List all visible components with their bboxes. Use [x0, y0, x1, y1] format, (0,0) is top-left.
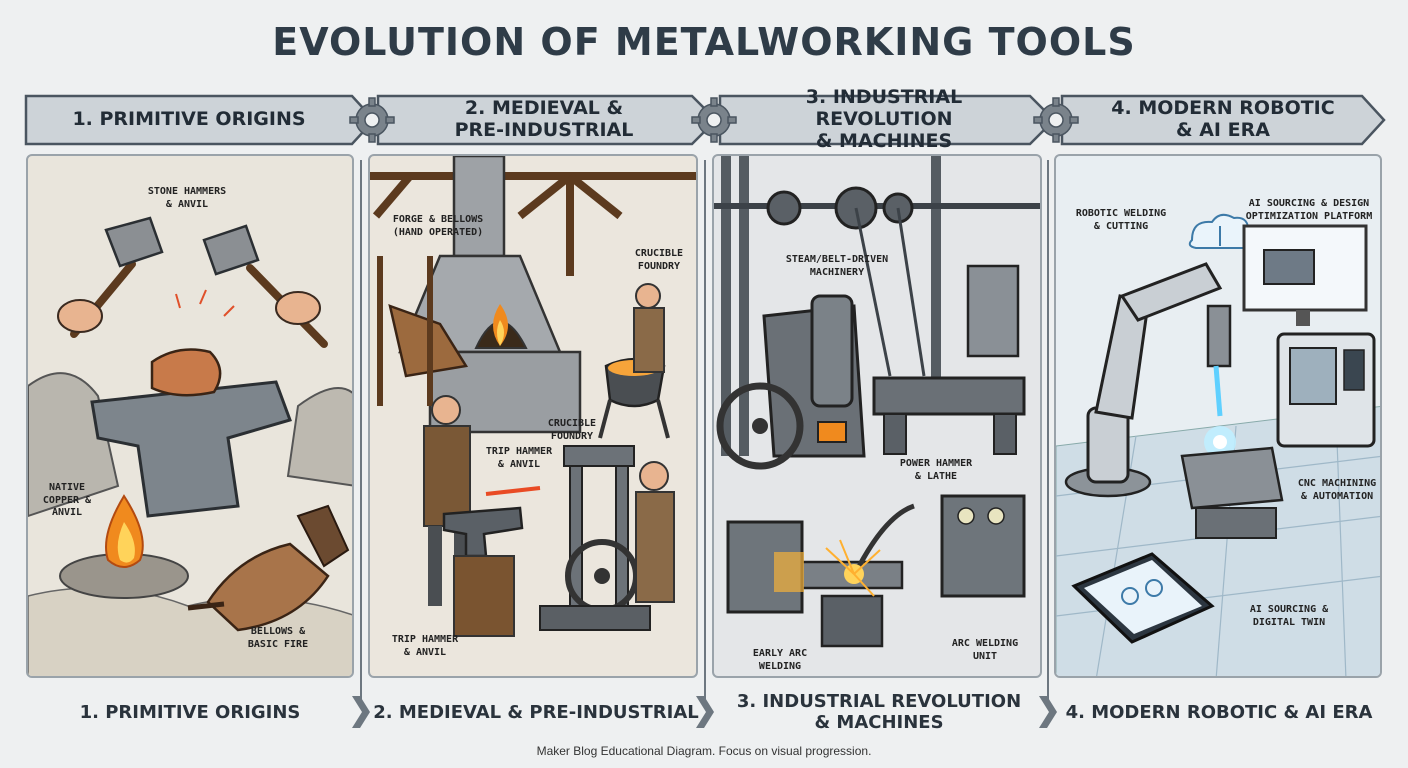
- callout-forge-bellows: FORGE & BELLOWS (HAND OPERATED): [392, 214, 484, 238]
- callout-digital-twin: AI SOURCING & DIGITAL TWIN: [1249, 604, 1329, 628]
- panel-medieval: FORGE & BELLOWS (HAND OPERATED) CRUCIBLE…: [368, 154, 698, 678]
- panel-primitive-origins: STONE HAMMERS & ANVIL NATIVE COPPER & AN…: [26, 154, 354, 678]
- stone-hammer-right: [202, 224, 260, 276]
- bottom-label-stage-2: 2. MEDIEVAL & PRE-INDUSTRIAL: [373, 701, 699, 723]
- bellows: [187, 504, 350, 632]
- chevron-right-icon: [352, 696, 370, 728]
- trip-hammer-machine: [539, 445, 675, 631]
- industrial-scene-illustration: [714, 156, 1040, 648]
- banner-arrow-4: [1060, 94, 1386, 146]
- callout-stone-hammers: STONE HAMMERS & ANVIL: [147, 186, 227, 210]
- banner-arrow-3: [718, 94, 1056, 146]
- primitive-scene-illustration: [28, 216, 352, 676]
- tablet-dashboard: [1071, 552, 1215, 644]
- gear-icon: [691, 97, 737, 143]
- stage-divider: [360, 160, 362, 700]
- diagram-title: EVOLUTION OF METALWORKING TOOLS: [272, 20, 1136, 64]
- campfire: [59, 494, 189, 599]
- timeline-banner: 1. PRIMITIVE ORIGINS 2. MEDIEVAL & PRE-I…: [22, 82, 1388, 158]
- callout-steam-belt-machinery: STEAM/BELT-DRIVEN MACHINERY: [785, 254, 889, 278]
- callout-arc-welding-unit: ARC WELDING UNIT: [951, 638, 1019, 662]
- footer-caption: Maker Blog Educational Diagram. Focus on…: [536, 744, 872, 758]
- gear-icons: [349, 97, 1079, 143]
- design-monitor: [1242, 224, 1368, 326]
- callout-cnc-machining: CNC MACHINING & AUTOMATION: [1297, 478, 1377, 502]
- callout-early-arc-welding: EARLY ARC WELDING: [752, 648, 808, 672]
- bottom-label-stage-3: 3. INDUSTRIAL REVOLUTION & MACHINES: [736, 691, 1022, 733]
- banner-label-stage-1: 1. PRIMITIVE ORIGINS: [72, 108, 306, 131]
- cnc-machine: [1276, 332, 1376, 448]
- callout-crucible-foundry-2: CRUCIBLE FOUNDRY: [547, 418, 597, 442]
- chevron-right-icon: [1039, 696, 1057, 728]
- stage-divider: [1047, 160, 1049, 700]
- robotic-arm: [1064, 262, 1236, 498]
- medieval-scene-illustration: [370, 156, 696, 637]
- callout-ai-design-platform: AI SOURCING & DESIGN OPTIMIZATION PLATFO…: [1245, 198, 1373, 222]
- crucible-foundry: [598, 283, 670, 439]
- blacksmith-at-anvil: [423, 395, 541, 637]
- bottom-label-stage-4: 4. MODERN ROBOTIC & AI ERA: [1065, 701, 1373, 723]
- panel-industrial: STEAM/BELT-DRIVEN MACHINERY POWER HAMMER…: [712, 154, 1042, 678]
- stone-anvil: [90, 380, 292, 518]
- banner-arrows: [24, 94, 1386, 146]
- stage-divider: [704, 160, 706, 700]
- banner-label-stage-4: 4. MODERN ROBOTIC & AI ERA: [1111, 97, 1335, 141]
- modern-scene-illustration: [1056, 213, 1380, 676]
- workpiece-fixture: [1180, 446, 1284, 539]
- callout-native-copper: NATIVE COPPER & ANVIL: [42, 482, 92, 518]
- banner-label-stage-2: 2. MEDIEVAL & PRE-INDUSTRIAL: [454, 97, 634, 141]
- power-hammer: [716, 294, 866, 470]
- arc-welding-unit: [726, 494, 1026, 648]
- chevron-right-icon: [696, 696, 714, 728]
- hand-bellows: [377, 256, 469, 406]
- callout-trip-hammer-1: TRIP HAMMER & ANVIL: [485, 446, 553, 470]
- gear-icon: [349, 97, 395, 143]
- native-copper: [150, 348, 222, 397]
- panel-modern-robotic-ai: ROBOTIC WELDING & CUTTING AI SOURCING & …: [1054, 154, 1382, 678]
- cloud-sync-icon: [1188, 213, 1253, 249]
- banner-label-stage-3: 3. INDUSTRIAL REVOLUTION & MACHINES: [805, 86, 963, 152]
- gear-icon: [1033, 97, 1079, 143]
- callout-power-hammer-lathe: POWER HAMMER & LATHE: [899, 458, 973, 482]
- callout-robotic-welding: ROBOTIC WELDING & CUTTING: [1075, 208, 1167, 232]
- callout-crucible-foundry-1: CRUCIBLE FOUNDRY: [634, 248, 684, 272]
- callout-bellows-fire: BELLOWS & BASIC FIRE: [247, 626, 309, 650]
- bottom-label-stage-1: 1. PRIMITIVE ORIGINS: [79, 701, 301, 723]
- stone-hammer-left: [104, 216, 164, 268]
- callout-trip-hammer-2: TRIP HAMMER & ANVIL: [391, 634, 459, 658]
- lathe: [872, 264, 1026, 455]
